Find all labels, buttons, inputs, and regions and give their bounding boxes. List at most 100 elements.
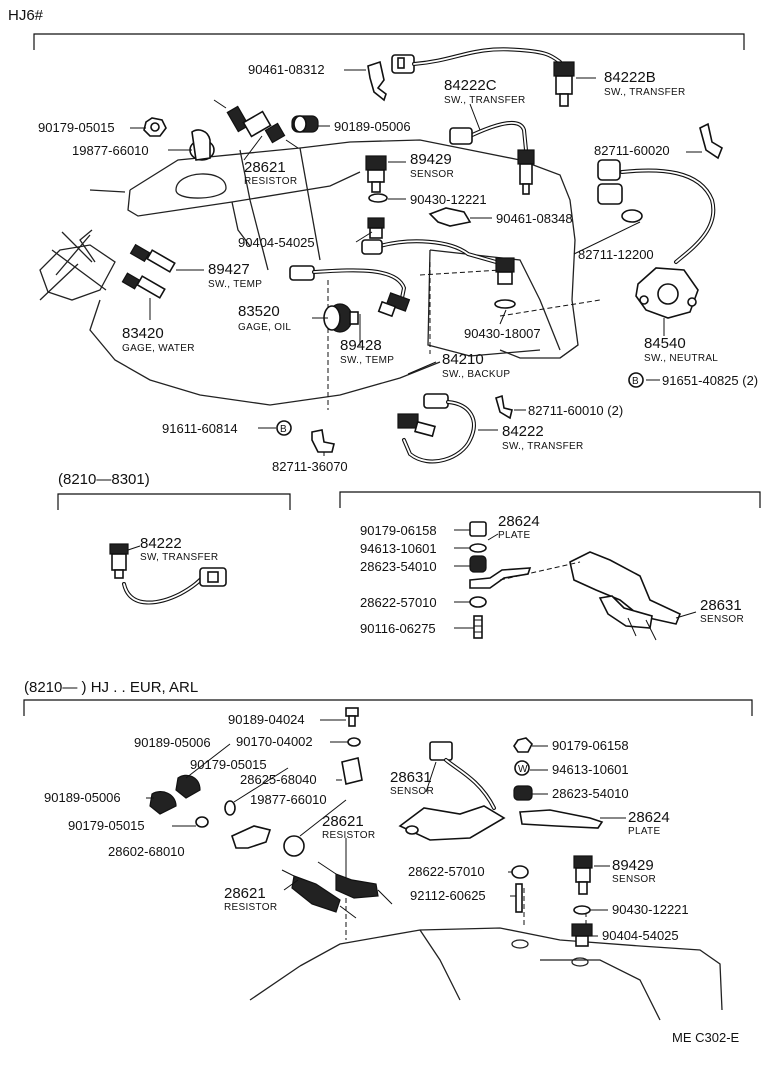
clip-82711-60010 <box>495 394 513 420</box>
label-82711-12200: 82711-12200 <box>578 247 654 262</box>
label-84222b: 84222B <box>604 69 656 86</box>
s3-label-90170-04002: 90170-04002 <box>236 734 313 749</box>
model-label: HJ6# <box>8 7 44 24</box>
desc-84540: SW., NEUTRAL <box>644 353 718 364</box>
clip-82711-36070 <box>311 429 335 453</box>
s3-label-89429: 89429 <box>612 857 654 874</box>
s2-desc-84222: SW, TRANSFER <box>140 552 218 563</box>
switch-84210 <box>361 239 516 309</box>
label-90189-05006: 90189-05006 <box>334 119 411 134</box>
s2-desc-28631: SENSOR <box>700 614 744 625</box>
s3-label-28631: 28631 <box>390 769 432 786</box>
sensor-89429 <box>365 155 387 193</box>
boot-90189-05006 <box>291 115 319 133</box>
desc-89428: SW., TEMP <box>340 355 394 366</box>
label-89427: 89427 <box>208 261 250 278</box>
s2-sensor-parts <box>469 521 682 641</box>
nut-90179-05015 <box>143 117 167 137</box>
label-89428: 89428 <box>340 337 382 354</box>
section3-labels: 90189-04024 90189-05006 90170-04002 9017… <box>44 712 689 943</box>
s3-desc-28621-a: RESISTOR <box>322 830 375 841</box>
clamp-82711-12200 <box>621 209 643 223</box>
bolt-mark-91611-letter: B <box>280 424 287 435</box>
desc-84222c: SW., TRANSFER <box>444 95 526 106</box>
section1-leaders <box>130 69 702 456</box>
desc-84210: SW., BACKUP <box>442 369 510 380</box>
washer-90430-12221 <box>368 193 388 203</box>
s3-label-90189-05006-a: 90189-05006 <box>134 735 211 750</box>
s3-label-90404-54025: 90404-54025 <box>602 928 679 943</box>
s3-label-28623-54010: 28623-54010 <box>552 786 629 801</box>
label-90404-54025: 90404-54025 <box>238 235 315 250</box>
s3-label-28621-a: 28621 <box>322 813 364 830</box>
clip-82711-60020 <box>699 122 723 160</box>
s3-label-28625-68040: 28625-68040 <box>240 772 317 787</box>
s2-label-28631: 28631 <box>700 597 742 614</box>
label-90430-12221: 90430-12221 <box>410 192 487 207</box>
clip-90461-08312 <box>367 60 387 102</box>
s2-lead-84222 <box>127 545 141 551</box>
label-83520: 83520 <box>238 303 280 320</box>
label-84222: 84222 <box>502 423 544 440</box>
s3-label-28621-b: 28621 <box>224 885 266 902</box>
s3-mark-letter: W <box>518 764 528 775</box>
section3-frame <box>23 699 753 716</box>
label-84540: 84540 <box>644 335 686 352</box>
desc-28621: RESISTOR <box>244 176 297 187</box>
s3-desc-89429: SENSOR <box>612 874 656 885</box>
label-91611-60814: 91611-60814 <box>162 421 238 436</box>
label-84222c: 84222C <box>444 77 497 94</box>
engine-block-outline <box>39 139 601 410</box>
switch-84222 <box>397 393 476 464</box>
desc-89427: SW., TEMP <box>208 279 262 290</box>
s3-label-90189-04024: 90189-04024 <box>228 712 305 727</box>
s2-label-28623-54010: 28623-54010 <box>360 559 437 574</box>
gauge-83520 <box>323 303 359 333</box>
s2-label-90179-06158: 90179-06158 <box>360 523 437 538</box>
section2-leaders <box>454 529 697 629</box>
resistor-28621 <box>213 99 299 149</box>
desc-83420: GAGE, WATER <box>122 343 195 354</box>
s3-label-28602-68010: 28602-68010 <box>108 844 185 859</box>
s3-label-92112-60625: 92112-60625 <box>410 888 486 903</box>
section2-header: (8210—8301) <box>58 471 150 488</box>
s3-label-90179-05015-a: 90179-05015 <box>190 757 267 772</box>
label-83420: 83420 <box>122 325 164 342</box>
switch-84222c <box>391 47 562 195</box>
switch-84222b <box>553 61 575 107</box>
s2-desc-28624: PLATE <box>498 530 530 541</box>
s2-label-84222: 84222 <box>140 535 182 552</box>
s3-desc-28631: SENSOR <box>390 786 434 797</box>
switch-89427 <box>121 243 176 299</box>
s3-parts <box>149 707 604 947</box>
desc-84222: SW., TRANSFER <box>502 441 584 452</box>
s3-label-19877-66010: 19877-66010 <box>250 792 327 807</box>
label-90461-08312: 90461-08312 <box>248 62 325 77</box>
label-19877-66010: 19877-66010 <box>72 143 149 158</box>
section2-right-frame <box>339 491 761 508</box>
label-82711-60020: 82711-60020 <box>594 143 670 158</box>
s3-engine-outline <box>249 850 723 1021</box>
s3-label-90189-05006-b: 90189-05006 <box>44 790 121 805</box>
label-84210: 84210 <box>442 351 484 368</box>
s2-label-94613-10601: 94613-10601 <box>360 541 437 556</box>
s3-desc-28624: PLATE <box>628 826 660 837</box>
plug-90404-54025 <box>367 217 385 239</box>
label-82711-36070: 82711-36070 <box>272 459 348 474</box>
desc-89429: SENSOR <box>410 169 454 180</box>
s3-label-90430-12221: 90430-12221 <box>612 902 689 917</box>
grommet-19877-66010 <box>189 129 215 161</box>
bolt-mark-91651 <box>628 372 644 388</box>
section1-labels: 90461-08312 84222C SW., TRANSFER 84222B … <box>38 62 758 474</box>
section3-header: (8210— ) HJ . . EUR, ARL <box>24 679 198 696</box>
s3-label-94613-10601: 94613-10601 <box>552 762 629 777</box>
bolt-mark-91651-letter: B <box>632 376 639 387</box>
s2-dash <box>499 561 581 581</box>
label-89429: 89429 <box>410 151 452 168</box>
section1-frame <box>33 33 745 50</box>
desc-84222b: SW., TRANSFER <box>604 87 686 98</box>
s2-label-28622-57010: 28622-57010 <box>360 595 437 610</box>
switch-89428 <box>289 265 411 318</box>
label-91651-40825: 91651-40825 (2) <box>662 373 758 388</box>
